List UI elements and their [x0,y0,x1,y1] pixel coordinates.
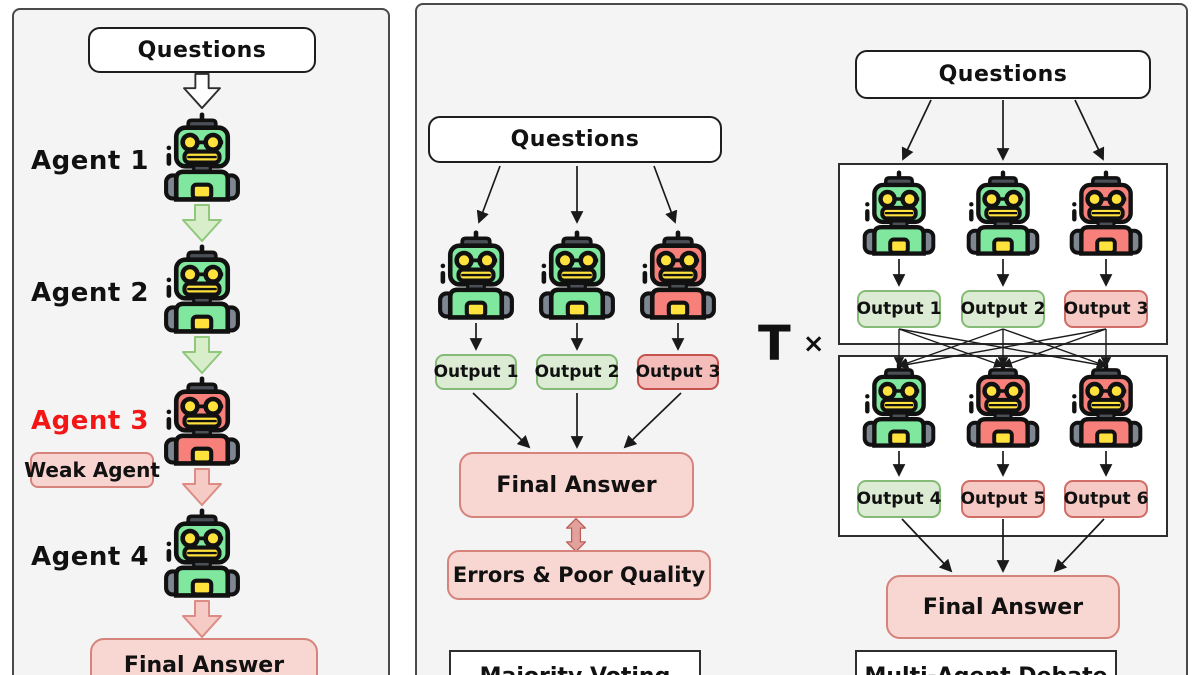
voting-output-1-box: Output 1 [434,354,518,390]
down-arrow-icon [180,600,224,638]
agent-4-robot-icon [156,508,248,600]
debate-output-5-box: Output 5 [961,480,1045,518]
debate-r2-robot-2-icon [959,362,1047,450]
agent-3-robot-icon [156,376,248,468]
debate-output-2-box: Output 2 [961,290,1045,328]
agent-2-label: Agent 2 [31,278,149,308]
voting-robot-2-icon [531,230,623,322]
down-arrow-icon [180,336,224,374]
voting-robot-1-icon [430,230,522,322]
debate-r1-robot-3-icon [1062,170,1150,258]
double-arrow-icon [561,518,591,552]
final-answer-box-debate: Final Answer [886,575,1120,639]
debate-output-1-box: Output 1 [857,290,941,328]
voting-robot-3-icon [632,230,724,322]
multi-agent-debate-caption: Multi-Agent Debate [855,650,1117,675]
voting-output-2-box: Output 2 [535,354,619,390]
final-answer-box-left: Final Answer [90,638,318,675]
down-arrow-icon [180,468,224,506]
times-symbol: × [802,329,825,359]
errors-box: Errors & Poor Quality [447,550,711,600]
debate-output-4-box: Output 4 [857,480,941,518]
debate-output-3-box: Output 3 [1064,290,1148,328]
weak-agent-tag: Weak Agent [24,452,160,488]
agent-2-robot-icon [156,244,248,336]
agent-1-label: Agent 1 [31,146,149,176]
debate-r1-robot-1-icon [855,170,943,258]
agent-4-label: Agent 4 [31,542,149,572]
majority-voting-caption: Majority Voting [449,650,701,675]
final-answer-box-voting: Final Answer [459,452,694,518]
debate-r2-robot-1-icon [855,362,943,450]
agent-3-label: Agent 3 [31,406,149,436]
debate-r2-robot-3-icon [1062,362,1150,450]
t-symbol: T [758,316,791,372]
down-arrow-icon [180,73,224,109]
voting-output-3-box: Output 3 [636,354,720,390]
down-arrow-icon [180,204,224,242]
debate-output-6-box: Output 6 [1064,480,1148,518]
agent-1-robot-icon [156,112,248,204]
iteration-count-label: T × [758,316,825,372]
debate-r1-robot-2-icon [959,170,1047,258]
questions-box-debate: Questions [855,50,1151,99]
questions-box-voting: Questions [428,116,722,163]
questions-box-left: Questions [88,27,316,73]
